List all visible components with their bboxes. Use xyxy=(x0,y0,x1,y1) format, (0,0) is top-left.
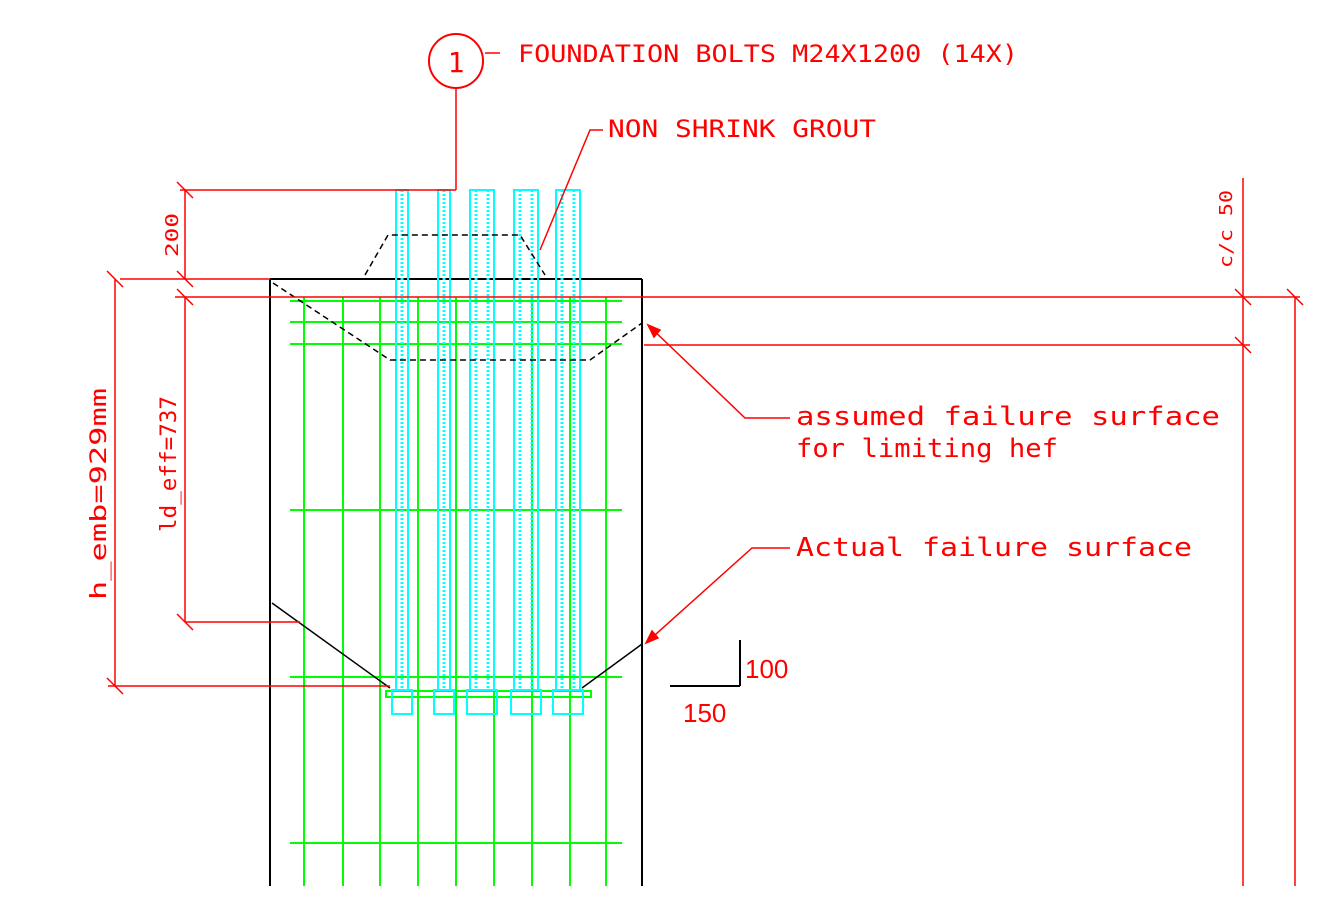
bolt xyxy=(433,189,455,715)
dim-cc50-label: c/c 50 xyxy=(1216,190,1237,268)
failure-surfaces xyxy=(271,234,643,689)
grout-pocket xyxy=(364,234,546,276)
bolt xyxy=(510,189,542,715)
rebar-cage xyxy=(290,297,622,886)
bolt xyxy=(552,189,584,715)
bolt xyxy=(466,189,498,715)
foundation-bolts-label: FOUNDATION BOLTS M24X1200 (14X) xyxy=(518,40,1018,68)
actual-failure-surface xyxy=(271,602,391,689)
dimension-lines xyxy=(106,33,1304,886)
callout-number: 1 xyxy=(448,46,465,79)
anchor-plate xyxy=(385,690,592,698)
bolt xyxy=(391,189,413,715)
grout-label: NON SHRINK GROUT xyxy=(608,115,876,143)
dim-h-emb-label: h_emb=929mm xyxy=(87,388,112,600)
assumed-failure-label-2: for limiting hef xyxy=(796,434,1058,464)
actual-failure-label: Actual failure surface xyxy=(796,533,1192,563)
slope-symbol xyxy=(670,640,741,687)
slope-150-label: 150 xyxy=(683,698,726,728)
assumed-failure-label-1: assumed failure surface xyxy=(796,402,1220,432)
slope-100-label: 100 xyxy=(745,654,788,684)
assumed-failure-surface xyxy=(272,282,643,361)
dim-200-label: 200 xyxy=(162,213,183,257)
foundation-bolts xyxy=(391,189,584,715)
dim-ld-eff-label: ld_eff=737 xyxy=(157,396,182,532)
